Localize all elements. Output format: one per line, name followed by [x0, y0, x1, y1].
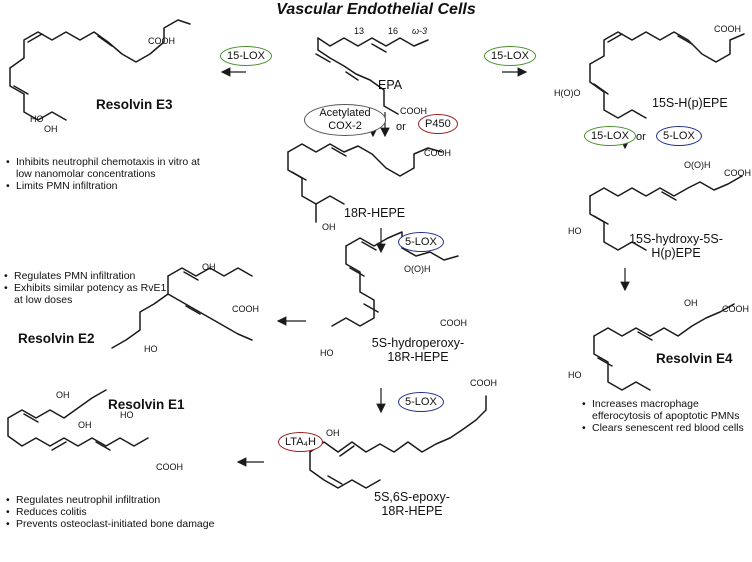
- hepe18r-label: 18R-HEPE: [344, 206, 406, 220]
- epoxy-label-line2: 18R-HEPE: [381, 504, 443, 518]
- enzyme-lta4h: LTA₄H: [278, 432, 323, 452]
- hydroxy15s-structure: [589, 175, 743, 251]
- e3-oh: OH: [44, 124, 58, 134]
- diagram-title: Vascular Endothelial Cells: [276, 1, 476, 18]
- e2-bullet-1: Regulates PMN infiltration: [4, 270, 174, 282]
- resolvin-e3-structure: [9, 19, 191, 121]
- enzyme-15lox-left: 15-LOX: [220, 46, 272, 66]
- e2-bullets: Regulates PMN infiltration Exhibits simi…: [4, 270, 174, 306]
- hydroxy15s-ho: HO: [568, 226, 582, 236]
- e2-bullet-2: Exhibits similar potency as RvE1 at low …: [4, 282, 174, 306]
- e2-ho: HO: [144, 344, 158, 354]
- epa-carbon-16: 16: [388, 26, 399, 36]
- enzyme-15lox-e4: 15-LOX: [584, 126, 636, 146]
- hydroperoxy-label-line1: 5S-hydroperoxy-: [371, 336, 465, 350]
- epa-cooh: COOH: [400, 106, 427, 116]
- epa-omega3: ω-3: [412, 26, 428, 36]
- hpepe15s-structure: [589, 31, 745, 119]
- hpepe15s-hooo: H(O)O: [554, 88, 581, 98]
- epoxy-oh: OH: [326, 428, 340, 438]
- e1-bullet-3: Prevents osteoclast-initiated bone damag…: [6, 518, 216, 530]
- resolvin-e4-structure: [593, 303, 735, 391]
- e2-cooh: COOH: [232, 304, 259, 314]
- enzyme-acetylated-cox2: Acetylated COX-2: [304, 104, 386, 136]
- resolvin-e1-structure: [7, 389, 149, 451]
- hydroperoxy-cooh: COOH: [440, 318, 467, 328]
- enzyme-5lox-epoxy: 5-LOX: [398, 392, 444, 412]
- enzyme-5lox-hydroperoxy: 5-LOX: [398, 232, 444, 252]
- e3-bullet-1: Inhibits neutrophil chemotaxis in vitro …: [6, 156, 216, 180]
- e3-ho: HO: [30, 114, 44, 124]
- e4-bullet-1: Increases macrophage efferocytosis of ap…: [582, 398, 750, 422]
- resolvin-e2-label: Resolvin E2: [18, 331, 95, 346]
- epoxy-cooh: COOH: [470, 378, 497, 388]
- e1-oh-top: OH: [56, 390, 70, 400]
- e1-oh-mid: OH: [78, 420, 92, 430]
- resolvin-e1-label: Resolvin E1: [108, 397, 185, 412]
- hydroperoxy-label-line2: 18R-HEPE: [387, 350, 449, 364]
- e4-cooh: COOH: [722, 304, 749, 314]
- e3-cooh: COOH: [148, 36, 175, 46]
- e4-bullets: Increases macrophage efferocytosis of ap…: [582, 398, 750, 434]
- hepe18r-oh: OH: [322, 222, 336, 232]
- hydroxy15s-cooh: COOH: [724, 168, 751, 178]
- e2-oh: OH: [202, 262, 216, 272]
- e4-bullet-2: Clears senescent red blood cells: [582, 422, 750, 434]
- e3-bullets: Inhibits neutrophil chemotaxis in vitro …: [6, 156, 216, 192]
- e1-ho: HO: [120, 410, 134, 420]
- epa-label: EPA: [378, 78, 403, 92]
- epoxy-structure: [309, 395, 487, 489]
- hepe18r-cooh: COOH: [424, 148, 451, 158]
- resolvin-e4-label: Resolvin E4: [656, 351, 733, 366]
- epoxy-label-line1: 5S,6S-epoxy-: [374, 490, 450, 504]
- e4-oh: OH: [684, 298, 698, 308]
- e1-bullets: Regulates neutrophil infiltration Reduce…: [6, 494, 216, 530]
- hepe18r-structure: [287, 143, 443, 223]
- e1-cooh: COOH: [156, 462, 183, 472]
- epa-carbon-13: 13: [354, 26, 365, 36]
- e1-bullet-2: Reduces colitis: [6, 506, 216, 518]
- hpepe15s-label: 15S-H(p)EPE: [652, 96, 728, 110]
- e4-ho: HO: [568, 370, 582, 380]
- hpepe15s-cooh: COOH: [714, 24, 741, 34]
- hydroxy15s-label-line2: H(p)EPE: [651, 246, 701, 260]
- or-label-1: or: [396, 121, 406, 133]
- e1-bullet-1: Regulates neutrophil infiltration: [6, 494, 216, 506]
- or-label-2: or: [636, 131, 646, 143]
- hydroperoxy-ho: HO: [320, 348, 334, 358]
- enzyme-15lox-right: 15-LOX: [484, 46, 536, 66]
- hydroperoxy-oooh: O(O)H: [404, 264, 431, 274]
- e3-bullet-2: Limits PMN infiltration: [6, 180, 216, 192]
- resolvin-e3-label: Resolvin E3: [96, 97, 173, 112]
- enzyme-p450: P450: [418, 114, 458, 134]
- enzyme-5lox-e4: 5-LOX: [656, 126, 702, 146]
- epa-structure: [315, 37, 429, 115]
- hydroxy15s-label-line1: 15S-hydroxy-5S-: [629, 232, 723, 246]
- hydroxy15s-oooh: O(O)H: [684, 160, 711, 170]
